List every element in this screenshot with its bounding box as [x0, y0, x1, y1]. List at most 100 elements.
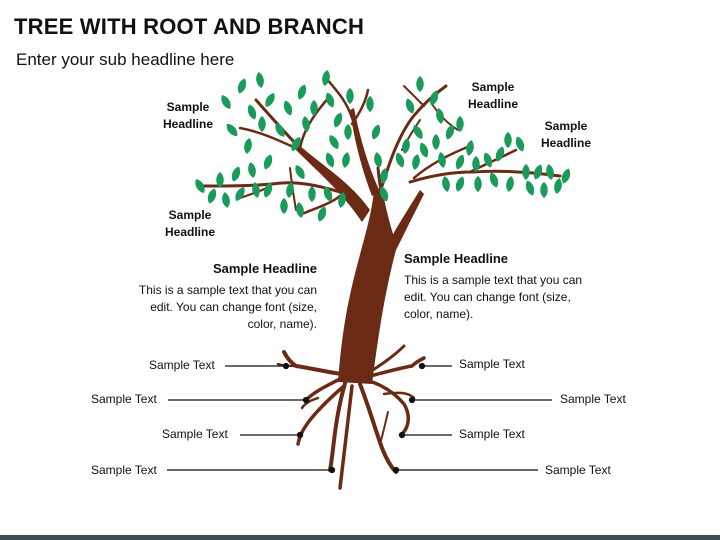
leaf: [346, 88, 354, 104]
root-label-right-4: Sample Text: [545, 463, 611, 477]
tree-branch: [376, 166, 394, 238]
tree-root: [304, 376, 344, 402]
leaf: [265, 93, 275, 107]
leaf: [540, 182, 548, 198]
root-label-right-3: Sample Text: [459, 427, 525, 441]
leaf: [344, 124, 352, 140]
tree-root: [364, 378, 410, 436]
right-block-body: This is a sample text that you can edit.…: [404, 273, 583, 321]
left-block-headline: Sample Headline: [212, 261, 317, 276]
tree-branch: [468, 148, 518, 174]
root-label-right-2: Sample Text: [560, 392, 626, 406]
leaf: [442, 176, 450, 192]
leaf: [436, 108, 444, 124]
leaf: [195, 179, 205, 193]
leaf: [248, 162, 256, 178]
leaf: [506, 176, 514, 192]
leaf: [295, 165, 305, 179]
leaf: [263, 154, 273, 170]
tree-root: [358, 382, 398, 474]
leaf: [258, 116, 266, 132]
leaf: [325, 92, 335, 108]
root-label-left-3: Sample Text: [162, 427, 228, 441]
leaf: [474, 176, 482, 192]
leaf: [222, 192, 230, 208]
leaf: [256, 72, 264, 88]
tree-root: [300, 396, 320, 410]
right-block-headline: Sample Headline: [404, 251, 509, 266]
leaf: [405, 98, 415, 114]
tree-root: [338, 384, 354, 490]
tree-branch: [300, 194, 342, 216]
leaf: [252, 182, 260, 198]
leaf: [329, 135, 339, 149]
leaf: [374, 152, 382, 168]
leaf: [483, 152, 493, 168]
leaf: [522, 164, 530, 180]
leaf: [221, 95, 231, 109]
tree-branch: [350, 108, 380, 196]
leaf: [207, 188, 217, 204]
page-subtitle: Enter your sub headline here: [16, 50, 235, 69]
left-block-body: This is a sample text that you can edit.…: [138, 283, 317, 331]
leaf: [310, 100, 318, 116]
connector-dot: [418, 362, 426, 370]
tree-branch: [202, 181, 342, 194]
leaf: [419, 142, 429, 158]
root-label-left-1: Sample Text: [149, 358, 215, 372]
leaf: [504, 132, 512, 148]
leaf: [438, 152, 446, 168]
leaf: [286, 182, 294, 198]
leaf: [263, 182, 273, 198]
tree-branch: [350, 88, 370, 126]
leaf: [283, 100, 293, 116]
tree-root: [379, 411, 389, 445]
leaf: [546, 164, 554, 180]
leaf: [297, 84, 307, 100]
leaf: [472, 156, 480, 172]
leaf: [231, 166, 241, 182]
connector-dot: [392, 466, 400, 474]
leaf: [379, 186, 389, 202]
leaf: [325, 152, 335, 168]
page-title: TREE WITH ROOT AND BRANCH: [14, 14, 365, 39]
leaf: [413, 125, 423, 139]
leaf: [395, 152, 405, 168]
leaf: [432, 134, 440, 150]
tree-root: [382, 391, 416, 400]
leaf: [456, 116, 464, 132]
leaf: [366, 96, 374, 112]
leaf: [322, 70, 330, 86]
root-label-right-1: Sample Text: [459, 357, 525, 371]
tree-root: [368, 344, 406, 374]
leaf: [317, 206, 327, 222]
right-text-block: Sample Headline This is a sample text th…: [404, 251, 594, 323]
leaf: [554, 178, 562, 194]
leaf: [235, 187, 245, 201]
connector-dot: [398, 431, 406, 439]
connector-dot: [302, 396, 310, 404]
leaf: [237, 78, 247, 94]
leaf: [216, 172, 224, 188]
leaf: [402, 138, 410, 154]
leaf: [455, 154, 465, 170]
leaf: [302, 116, 310, 132]
tree-branch: [431, 103, 459, 131]
root-label-left-2: Sample Text: [91, 392, 157, 406]
leaf: [275, 123, 285, 137]
tree-root: [328, 378, 348, 472]
tree-root: [368, 356, 426, 378]
leaf: [371, 124, 381, 140]
leaf: [416, 76, 424, 92]
leaf: [455, 176, 465, 192]
tree-branch: [296, 146, 370, 222]
left-text-block: Sample Headline This is a sample text th…: [127, 261, 317, 333]
leaf: [380, 168, 388, 184]
leaf: [333, 112, 343, 128]
leaf: [244, 138, 252, 154]
connector-dot: [328, 466, 336, 474]
